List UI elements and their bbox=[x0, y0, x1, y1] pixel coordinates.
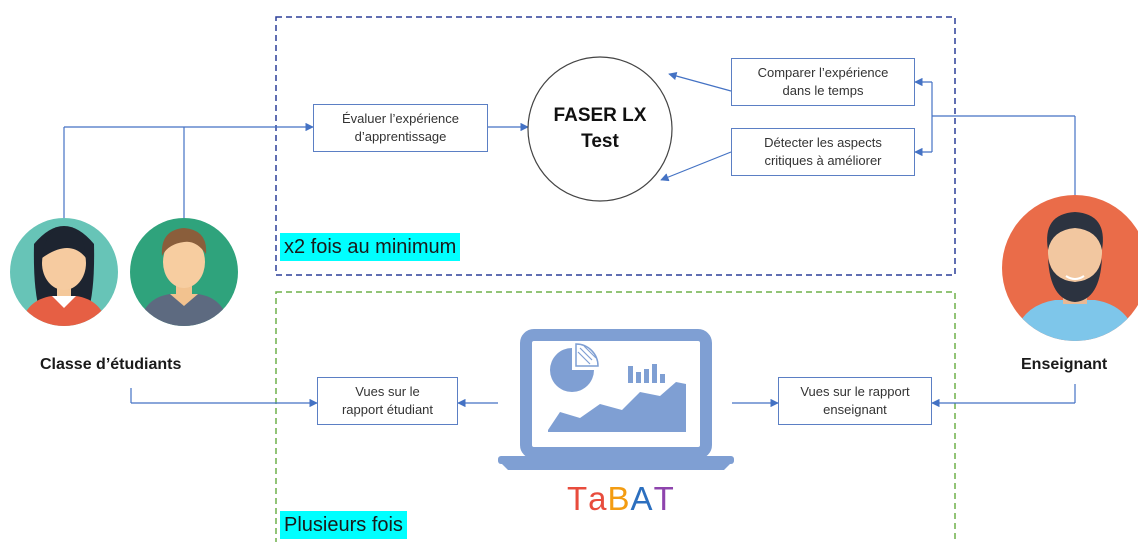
vues-etudiant-box: Vues sur le rapport étudiant bbox=[317, 377, 458, 425]
vues-enseignant-line2: enseignant bbox=[823, 402, 887, 417]
tabat-letter-t2: T bbox=[653, 480, 675, 517]
top-section-frame bbox=[275, 16, 956, 276]
top-section-label: x2 fois au minimum bbox=[280, 233, 461, 261]
teacher-to-report-connector bbox=[931, 384, 1076, 408]
detecter-line1: Détecter les aspects bbox=[764, 135, 882, 150]
comparer-box: Comparer l’expérience dans le temps bbox=[731, 58, 915, 106]
tabat-letter-a1: a bbox=[588, 480, 608, 517]
teacher-avatar-icon bbox=[1002, 195, 1138, 341]
faser-test-line2: Test bbox=[581, 131, 619, 152]
vues-etudiant-line1: Vues sur le bbox=[355, 384, 420, 399]
faser-test-line1: FASER LX bbox=[553, 105, 647, 126]
faser-test-title: FASER LX Test bbox=[540, 103, 660, 155]
teacher-to-boxes-connector bbox=[914, 77, 1076, 195]
bottom-section-label: Plusieurs fois bbox=[280, 511, 407, 539]
detecter-line2: critiques à améliorer bbox=[764, 153, 882, 168]
evaluer-line1: Évaluer l’expérience bbox=[341, 111, 460, 126]
tabat-letter-a2: A bbox=[630, 480, 654, 517]
student-to-evaluer-connector bbox=[63, 122, 314, 218]
faser-test-circle bbox=[527, 56, 673, 202]
vues-etudiant-line2: rapport étudiant bbox=[341, 402, 434, 417]
students-to-report-connector bbox=[130, 388, 318, 408]
tabat-logo: TaBAT bbox=[567, 480, 675, 518]
comparer-line1: Comparer l’expérience bbox=[757, 65, 889, 80]
male-student-avatar-icon bbox=[130, 218, 238, 326]
evaluer-box: Évaluer l’expérience d’apprentissage bbox=[313, 104, 488, 152]
comparer-line2: dans le temps bbox=[782, 83, 864, 98]
tabat-letter-b: B bbox=[607, 480, 631, 517]
comparer-to-test-arrow bbox=[668, 71, 732, 92]
female-student-avatar-icon bbox=[10, 218, 118, 326]
evaluer-line2: d’apprentissage bbox=[354, 129, 447, 144]
bottom-section-frame bbox=[275, 291, 956, 542]
detecter-box: Détecter les aspects critiques à améliore… bbox=[731, 128, 915, 176]
tabat-letter-t1: T bbox=[567, 480, 589, 517]
detecter-to-test-arrow bbox=[660, 151, 732, 182]
students-label: Classe d’étudiants bbox=[40, 356, 182, 373]
vues-enseignant-line1: Vues sur le rapport bbox=[800, 384, 910, 399]
teacher-label: Enseignant bbox=[1021, 356, 1108, 373]
laptop-dashboard-icon bbox=[498, 329, 734, 470]
vues-enseignant-box: Vues sur le rapport enseignant bbox=[778, 377, 932, 425]
